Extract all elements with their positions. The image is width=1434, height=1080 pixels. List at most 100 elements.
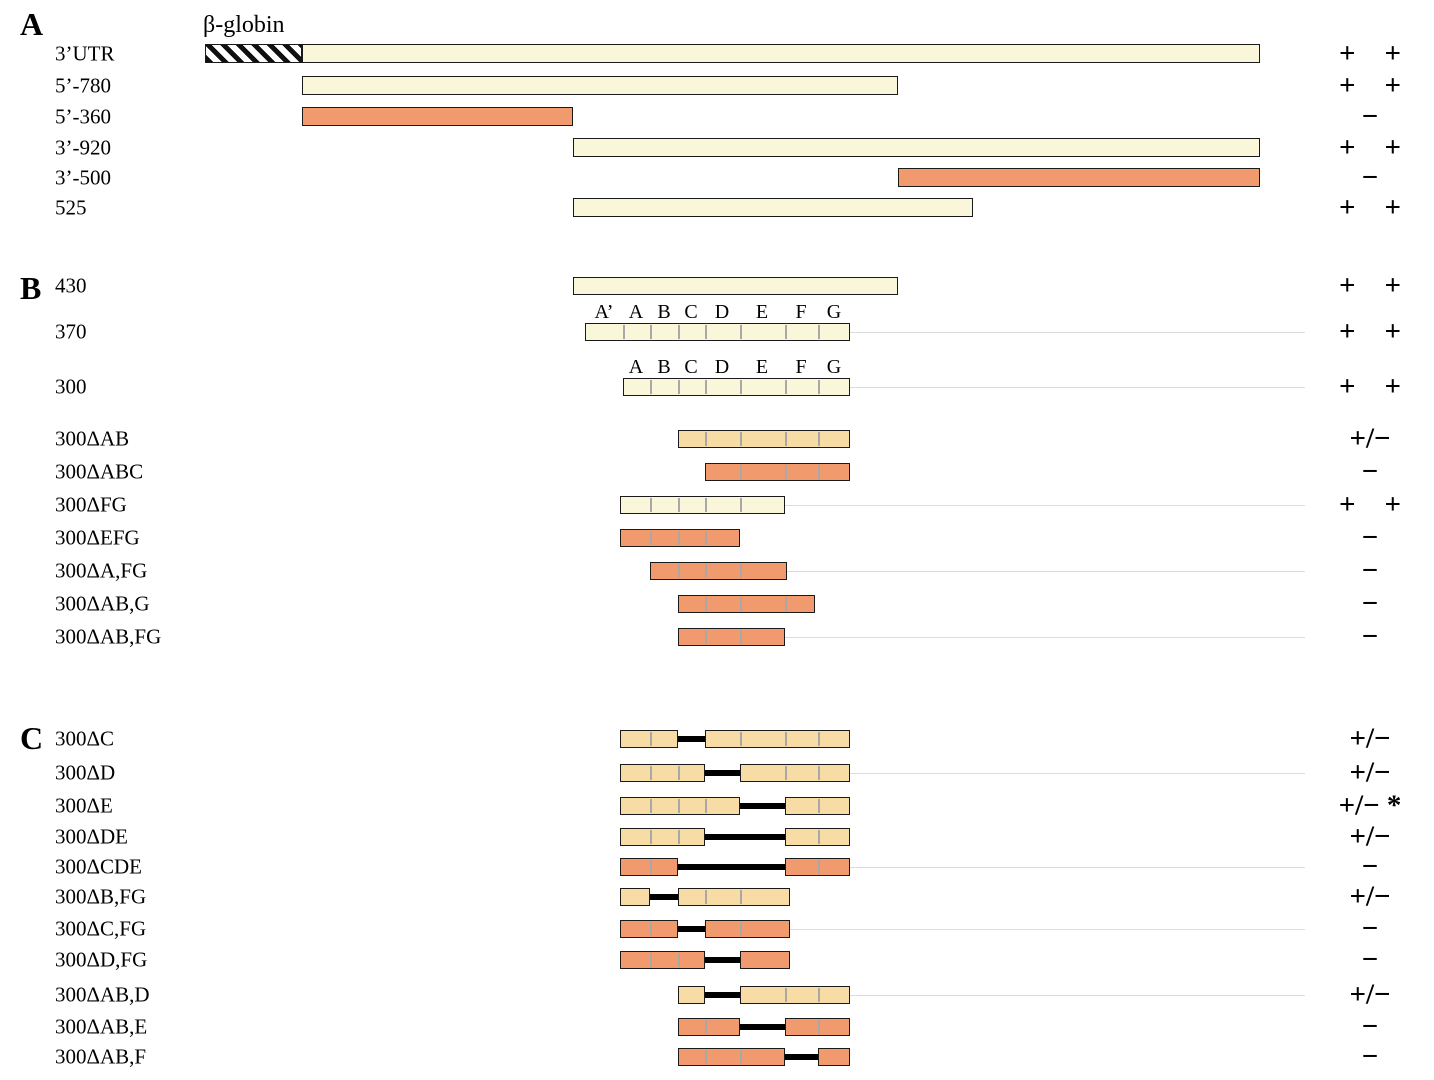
construct-bar — [705, 463, 850, 481]
segment-letter: B — [657, 301, 671, 323]
construct-label: 300ΔAB — [55, 426, 130, 451]
bar-segment-divider — [623, 325, 625, 339]
construct-bar — [740, 986, 850, 1004]
bar-segment-divider — [705, 1020, 707, 1034]
hatched-beta-globin-box — [205, 44, 302, 63]
construct-label: 3’-920 — [55, 135, 111, 159]
bar-segment-divider — [740, 432, 742, 446]
construct-label: 3’-500 — [55, 165, 111, 189]
bar-segment-divider — [785, 325, 787, 339]
result-value: +/− — [1349, 978, 1391, 1011]
beta-globin-label: β-globin — [203, 12, 285, 38]
construct-bar — [785, 828, 850, 846]
construct-label: 300ΔCDE — [55, 854, 143, 879]
construct-bar — [705, 730, 850, 748]
construct-bar — [302, 76, 898, 95]
segment-letter: A — [628, 301, 644, 323]
construct-bar — [620, 730, 678, 748]
result-value: + + — [1338, 37, 1402, 69]
construct-bar — [585, 323, 850, 341]
bar-segment-divider — [785, 766, 787, 780]
construct-label: 300ΔDE — [55, 824, 128, 849]
result-value: +/− — [1349, 880, 1391, 913]
bar-segment-divider — [818, 465, 820, 479]
construct-bar — [898, 168, 1260, 187]
bar-segment-divider — [650, 325, 652, 339]
construct-bar — [818, 1048, 850, 1066]
construct-label: 300ΔAB,E — [55, 1014, 148, 1039]
row-guideline — [850, 332, 1305, 333]
row-guideline — [850, 387, 1305, 388]
construct-bar — [678, 628, 785, 646]
bar-segment-divider — [705, 325, 707, 339]
bar-segment-divider — [650, 498, 652, 512]
segment-letter: F — [795, 301, 807, 323]
panel-label-C: C — [20, 720, 44, 756]
result-value: +/− — [1349, 422, 1391, 455]
bar-segment-divider — [740, 597, 742, 611]
bar-segment-divider — [785, 380, 787, 394]
construct-bar — [705, 920, 790, 938]
bar-segment-divider — [785, 432, 787, 446]
row-guideline — [850, 867, 1305, 868]
segment-letter: G — [826, 356, 842, 378]
construct-label: 300ΔE — [55, 793, 113, 818]
bar-segment-divider — [818, 766, 820, 780]
bar-segment-divider — [705, 564, 707, 578]
construct-label: 5’-360 — [55, 104, 111, 128]
segment-letter: C — [684, 301, 698, 323]
bar-segment-divider — [705, 432, 707, 446]
construct-label: 300ΔAB,D — [55, 982, 150, 1007]
result-value: + + — [1338, 370, 1402, 403]
construct-bar — [678, 595, 815, 613]
bar-segment-divider — [740, 465, 742, 479]
panel-label-A: A — [20, 6, 44, 42]
deletion-connector — [678, 864, 785, 870]
result-value: +/− — [1349, 820, 1391, 853]
construct-label: 300ΔFG — [55, 492, 127, 517]
construct-label: 300ΔAB,FG — [55, 624, 162, 649]
bar-segment-divider — [678, 766, 680, 780]
result-value: − — [1361, 100, 1379, 132]
deletion-connector — [740, 803, 785, 809]
segment-letter: C — [684, 356, 698, 378]
segment-letter: E — [755, 301, 769, 323]
construct-bar — [573, 198, 973, 217]
bar-segment-divider — [785, 988, 787, 1002]
deletion-connector — [740, 1024, 785, 1030]
construct-bar — [650, 562, 787, 580]
result-value: − — [1361, 1010, 1379, 1043]
row-guideline — [790, 929, 1305, 930]
result-value: + + — [1338, 191, 1402, 223]
construct-bar — [620, 951, 705, 969]
deletion-connector — [705, 957, 740, 963]
bar-segment-divider — [818, 380, 820, 394]
construct-bar — [573, 277, 898, 295]
construct-bar — [302, 44, 1260, 63]
bar-segment-divider — [705, 1050, 707, 1064]
bar-segment-divider — [818, 432, 820, 446]
deletion-connector — [678, 736, 705, 742]
row-guideline — [785, 637, 1305, 638]
bar-segment-divider — [818, 799, 820, 813]
construct-bar — [678, 888, 790, 906]
deletion-connector — [678, 926, 705, 932]
construct-bar — [785, 1018, 850, 1036]
result-value: +/− — [1349, 722, 1391, 755]
bar-segment-divider — [818, 325, 820, 339]
segment-letter: B — [657, 356, 671, 378]
construct-bar — [620, 920, 678, 938]
bar-segment-divider — [705, 498, 707, 512]
segment-letter: D — [714, 356, 730, 378]
bar-segment-divider — [650, 799, 652, 813]
result-value: − — [1361, 554, 1379, 587]
construct-bar — [678, 1048, 785, 1066]
bar-segment-divider — [740, 564, 742, 578]
bar-segment-divider — [785, 465, 787, 479]
segment-letter: F — [795, 356, 807, 378]
result-value: − — [1361, 943, 1379, 976]
construct-bar — [620, 888, 650, 906]
segment-letter: D — [714, 301, 730, 323]
bar-segment-divider — [705, 597, 707, 611]
bar-segment-divider — [650, 380, 652, 394]
